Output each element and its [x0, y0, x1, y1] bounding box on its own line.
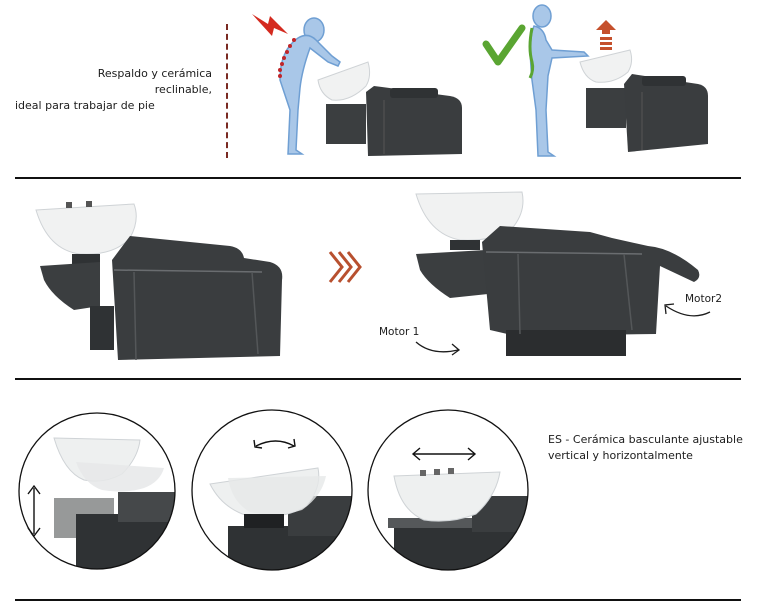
tilt-adjust-circle [191, 409, 353, 571]
up-arrow-icon [596, 20, 616, 50]
good-posture-illustration [482, 4, 708, 157]
tilting-basin-caption-line1: ES - Cerámica basculante ajustable [548, 433, 743, 446]
vertical-adjust-circle [18, 412, 176, 570]
horizontal-adjust-circle [367, 409, 529, 571]
tilting-basin-caption: ES - Cerámica basculante ajustable verti… [548, 432, 743, 464]
spine-strain-marks [278, 38, 296, 78]
triple-chevron-right-icon [328, 251, 362, 283]
section-divider-1 [15, 177, 741, 179]
dashed-divider [226, 24, 230, 158]
checkmark-icon [482, 24, 526, 66]
chair-reclined-illustration [415, 191, 700, 356]
chair-upright-illustration [35, 201, 283, 361]
motor1-curved-arrow-icon [415, 341, 461, 356]
upright-person-figure [529, 4, 590, 157]
basin-raised [579, 49, 633, 83]
lightning-pain-icon [252, 14, 288, 36]
section-divider-2 [15, 378, 741, 380]
shampoo-chair [326, 86, 462, 156]
basin-tilted [317, 61, 371, 101]
shampoo-chair [586, 74, 708, 152]
section-divider-3 [15, 599, 741, 601]
motor2-label: Motor2 [685, 293, 723, 305]
vertical-double-arrow-icon [27, 484, 41, 538]
recline-caption-line1: Respaldo y cerámica reclinable, [97, 67, 212, 96]
healthy-spine [528, 27, 535, 79]
tilting-basin-caption-line2: vertical y horizontalmente [548, 449, 693, 462]
recline-caption: Respaldo y cerámica reclinable, ideal pa… [15, 66, 212, 114]
motor1-label: Motor 1 [379, 326, 420, 338]
curved-double-arrow-icon [253, 438, 296, 449]
recline-caption-line2: ideal para trabajar de pie [15, 99, 155, 112]
basin [35, 201, 137, 255]
motor2-curved-arrow-icon [664, 303, 711, 317]
bad-posture-illustration [252, 14, 462, 156]
horizontal-double-arrow-icon [411, 447, 477, 461]
